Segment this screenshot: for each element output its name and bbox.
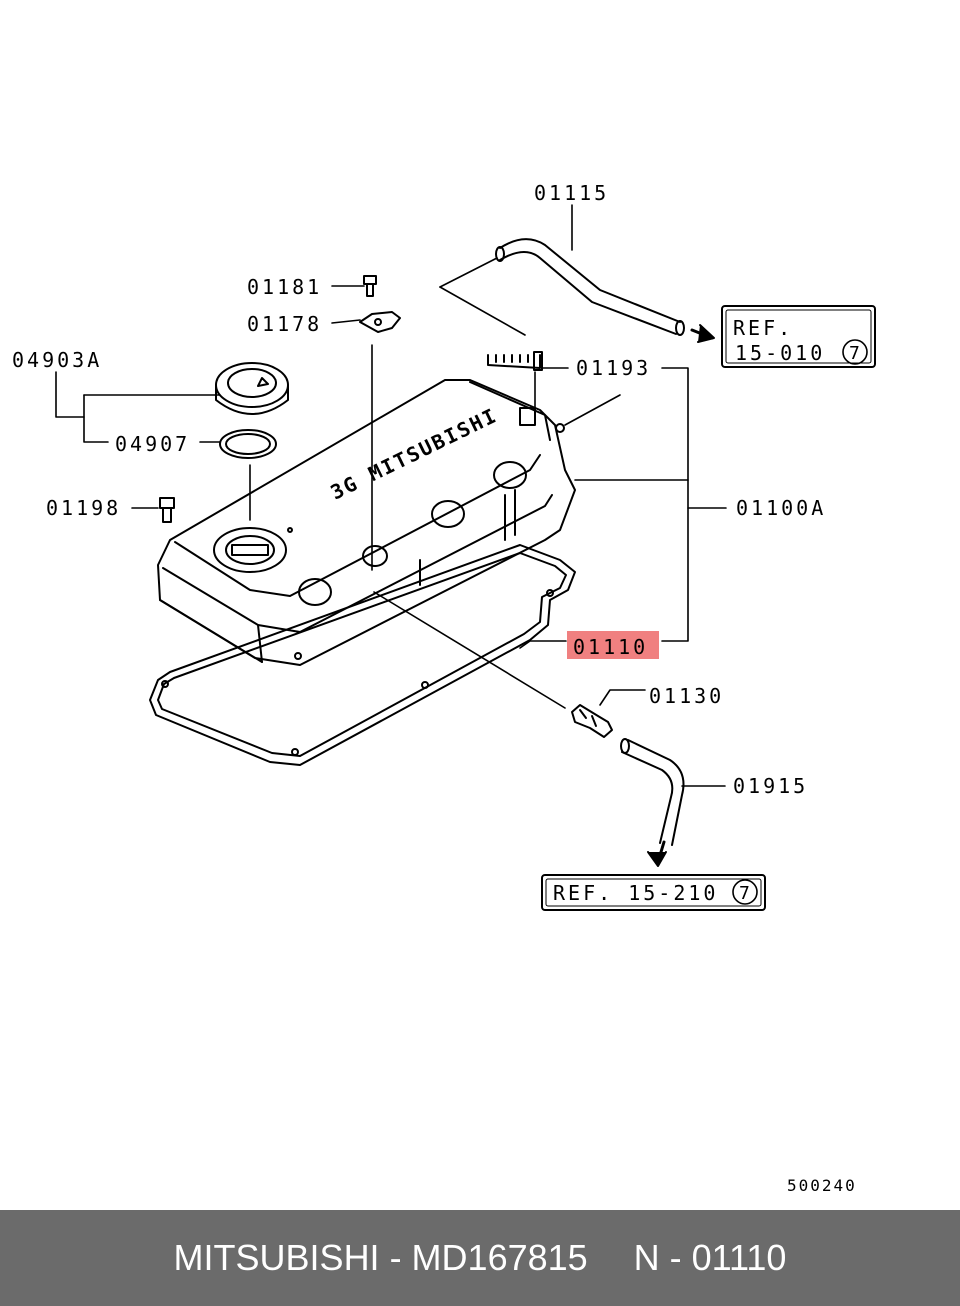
bolt-01181 [363,275,377,297]
label-04903a: 04903A [12,348,102,372]
label-01915: 01915 [733,774,808,798]
label-01198: 01198 [46,496,121,520]
breather-hose-01115 [495,238,685,336]
ref-box-15-010 [721,305,876,368]
ref1-line2: 15-010 [735,341,825,365]
label-01178: 01178 [247,312,322,336]
clamp-01178 [359,311,401,333]
label-01130: 01130 [649,684,724,708]
label-01100a: 01100A [736,496,826,520]
ref2-text: REF. 15-210 [553,881,718,905]
label-01110: 01110 [573,635,648,659]
seal-01193 [487,351,543,371]
label-01193: 01193 [576,356,651,380]
ref1-line1: REF. [733,316,793,340]
diagram-code: 500240 [787,1176,857,1195]
highlight-01110 [567,631,659,659]
label-01181: 01181 [247,275,322,299]
oil-filler-cap [215,362,289,415]
ref1-circle-number: 7 [849,343,860,364]
leader-lines [55,204,727,787]
ref-box-15-210 [541,874,766,911]
pcv-valve-01130 [571,704,613,738]
cover-embossed-text: 3G MITSUBISHI [327,403,502,505]
footer-bar: MITSUBISHI - MD167815 N - 01110 [0,1210,960,1306]
ref2-circle-number: 7 [739,883,750,904]
valve-cover: 3G MITSUBISHI [157,379,576,666]
o-ring [219,429,277,459]
hose-01915 [620,738,685,846]
footer-diagram-number: N - 01110 [633,1237,787,1278]
label-04907: 04907 [115,432,190,456]
label-01115: 01115 [534,181,609,205]
bolt-01198 [159,497,175,523]
parts-diagram: 3G MITSUBISHI [12,181,876,1195]
valve-cover-gasket [149,544,576,766]
footer-brand-part-number: MITSUBISHI - MD167815 [173,1237,588,1278]
